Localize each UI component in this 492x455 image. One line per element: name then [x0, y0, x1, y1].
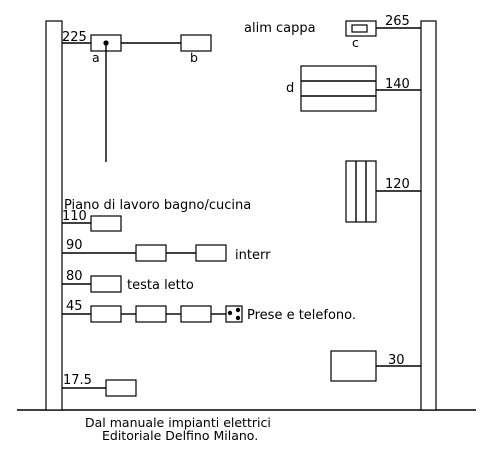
- alim-cappa-label: alim cappa: [244, 21, 316, 36]
- height-label-140: 140: [385, 77, 410, 92]
- level-265: alim cappa 265 c: [244, 14, 421, 50]
- box-c-inner: [351, 24, 368, 33]
- height-label-225: 225: [62, 30, 87, 45]
- label-b: b: [190, 50, 198, 65]
- level-17-5: 17.5: [62, 373, 137, 397]
- level-45: 45 Prese e telefono.: [62, 299, 356, 323]
- box-30: [330, 350, 377, 382]
- height-label-110: 110: [62, 209, 87, 224]
- right-wall: [420, 20, 437, 411]
- label-c: c: [352, 35, 359, 50]
- level-140: d 140: [286, 65, 421, 112]
- left-wall: [45, 20, 63, 411]
- box-d: [300, 65, 377, 112]
- box-45-1: [90, 305, 122, 323]
- level-225: 225 a b: [62, 30, 212, 162]
- level-90: 90 interr: [62, 238, 271, 263]
- box-17-5: [105, 379, 137, 397]
- box-45-2: [135, 305, 167, 323]
- interr-label: interr: [235, 248, 271, 263]
- height-label-80: 80: [66, 269, 83, 284]
- height-label-17-5: 17.5: [63, 373, 92, 388]
- box-90-1: [135, 244, 167, 262]
- socket-icon: [225, 305, 243, 323]
- height-label-120: 120: [385, 177, 410, 192]
- level-110: 110: [62, 209, 122, 232]
- box-80: [90, 275, 122, 293]
- level-30: 30: [330, 350, 421, 382]
- box-120: [345, 160, 377, 223]
- prese-telefono-label: Prese e telefono.: [247, 308, 356, 323]
- box-90-2: [195, 244, 227, 262]
- height-label-45: 45: [66, 299, 83, 314]
- label-d: d: [286, 81, 294, 96]
- caption-line-1: Dal manuale impianti elettrici: [85, 415, 271, 430]
- box-110: [90, 215, 122, 232]
- label-a: a: [92, 50, 100, 65]
- level-80: 80 testa letto: [62, 269, 194, 293]
- height-label-30: 30: [388, 353, 405, 368]
- caption-line-2: Editoriale Delfino Milano.: [102, 428, 258, 443]
- piano-lavoro-label: Piano di lavoro bagno/cucina: [64, 198, 251, 213]
- testa-letto-label: testa letto: [127, 278, 194, 293]
- height-label-265: 265: [385, 14, 410, 29]
- box-45-3: [180, 305, 212, 323]
- height-label-90: 90: [66, 238, 83, 253]
- box-b: [180, 34, 212, 52]
- level-120: 120: [345, 160, 421, 223]
